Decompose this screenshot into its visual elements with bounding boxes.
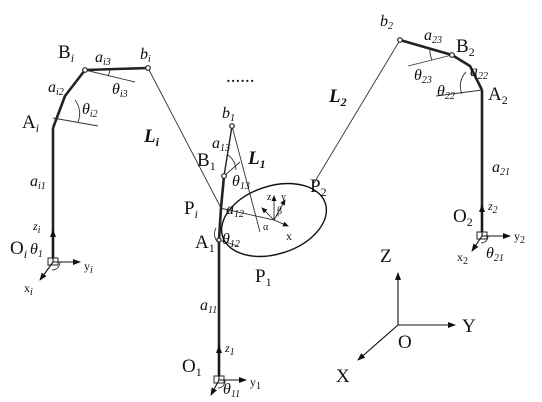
label-A1: A1 — [195, 232, 215, 255]
link-a13 — [223, 125, 233, 177]
platform-line — [219, 207, 275, 221]
label-O2: O2 — [453, 206, 473, 229]
ref-line-th22 — [435, 89, 483, 97]
label-Z: Z — [380, 246, 392, 267]
axis-x2 — [471, 235, 483, 252]
label-ai2: ai2 — [48, 79, 64, 98]
axis-alpha-ref — [261, 207, 275, 221]
arc-th12 — [214, 227, 221, 245]
joint-b2 — [397, 37, 403, 43]
label-A2: A2 — [488, 84, 508, 107]
joint-bi — [145, 65, 151, 71]
arc-thi3 — [107, 69, 111, 77]
joint-B1 — [221, 173, 227, 179]
label-th21: θ21 — [486, 245, 504, 264]
label-th12: θ12 — [222, 231, 240, 250]
joint-B2 — [449, 52, 455, 58]
label-alpha: α — [263, 222, 269, 233]
rod-L2 — [313, 39, 401, 184]
label-L2: L2 — [328, 86, 347, 109]
label-Li: Li — [143, 126, 160, 149]
label-a13: a13 — [212, 135, 230, 154]
arc-th23 — [429, 48, 433, 61]
label-th13: θ13 — [232, 173, 250, 192]
label-yi: yi — [84, 259, 93, 276]
label-B2: B2 — [456, 36, 475, 59]
axis-x1 — [210, 379, 220, 396]
label-X: X — [336, 366, 350, 387]
joint-A1 — [216, 237, 222, 243]
label-zi: zi — [32, 219, 41, 236]
platform-ellipse — [220, 182, 328, 258]
label-b2: b2 — [380, 13, 393, 32]
label-th11: θ11 — [223, 381, 240, 400]
labels: ...... Bi ai3 bi ai2 θi3 θi2 Ai ai1 zi O… — [10, 13, 525, 400]
joint-b1 — [229, 123, 235, 129]
label-z1: z1 — [224, 341, 235, 358]
label-a11: a11 — [200, 297, 217, 316]
label-a23: a23 — [424, 27, 442, 46]
label-Y: Y — [462, 316, 476, 337]
label-ai1: ai1 — [30, 173, 46, 192]
ref-line-th23 — [407, 54, 453, 67]
link-ai2 — [51, 69, 87, 129]
rod-Li — [147, 67, 222, 209]
link-a22 — [451, 53, 484, 91]
label-x2: x2 — [457, 250, 468, 267]
joint-Bi — [82, 67, 88, 73]
label-thi1: θ1 — [30, 241, 43, 260]
arc-th11 — [217, 379, 226, 389]
label-th23: θ23 — [414, 67, 432, 86]
label-z2: z2 — [487, 199, 498, 216]
chain-i — [39, 65, 222, 281]
label-y-small: y — [281, 192, 286, 203]
global-frame — [357, 272, 456, 361]
axis-y-small — [273, 199, 286, 221]
axis-X — [357, 324, 399, 361]
arc-thi2 — [74, 99, 81, 123]
label-P1: P1 — [255, 266, 272, 289]
rod-L1 — [231, 125, 261, 233]
label-th22: θ22 — [437, 83, 455, 102]
link-ai3 — [84, 66, 149, 72]
arc-thi1 — [51, 261, 61, 271]
label-a12: a12 — [226, 201, 244, 220]
label-L1: L1 — [247, 148, 266, 171]
label-ai3: ai3 — [95, 49, 111, 68]
label-dots: ...... — [226, 66, 255, 87]
label-a22: a22 — [470, 63, 488, 82]
label-x-small: x — [286, 229, 292, 243]
arc-th22 — [459, 71, 467, 95]
label-O: O — [398, 332, 412, 353]
label-y2: y2 — [514, 229, 525, 246]
label-beta: β — [277, 206, 282, 217]
axis-x-small — [273, 219, 289, 227]
ref-line-thi3 — [84, 69, 136, 83]
arc-th13 — [227, 154, 237, 171]
axis-xi — [39, 261, 54, 281]
label-Ai: Ai — [22, 112, 39, 135]
ref-line-thi2 — [52, 117, 99, 127]
label-bi: bi — [140, 46, 151, 65]
chain-2 — [313, 37, 511, 252]
label-thi3: θi3 — [112, 81, 128, 100]
label-P2: P2 — [310, 176, 327, 199]
label-Bi: Bi — [58, 42, 74, 65]
label-B1: B1 — [197, 150, 216, 173]
label-xi: xi — [24, 281, 33, 298]
link-a23 — [399, 38, 453, 57]
label-thi2: θi2 — [82, 101, 98, 120]
label-a21: a21 — [492, 159, 510, 178]
label-O1: O1 — [182, 356, 202, 379]
ref-line-th12 — [218, 239, 239, 247]
ref-line-th13 — [223, 161, 241, 177]
label-Oi: Oi — [10, 238, 27, 261]
label-Pi: Pi — [184, 198, 198, 221]
label-y1: y1 — [250, 375, 261, 392]
label-b1: b1 — [222, 105, 235, 124]
label-z-small: z — [267, 192, 272, 203]
moving-platform — [219, 182, 328, 258]
arc-th21 — [480, 235, 489, 244]
